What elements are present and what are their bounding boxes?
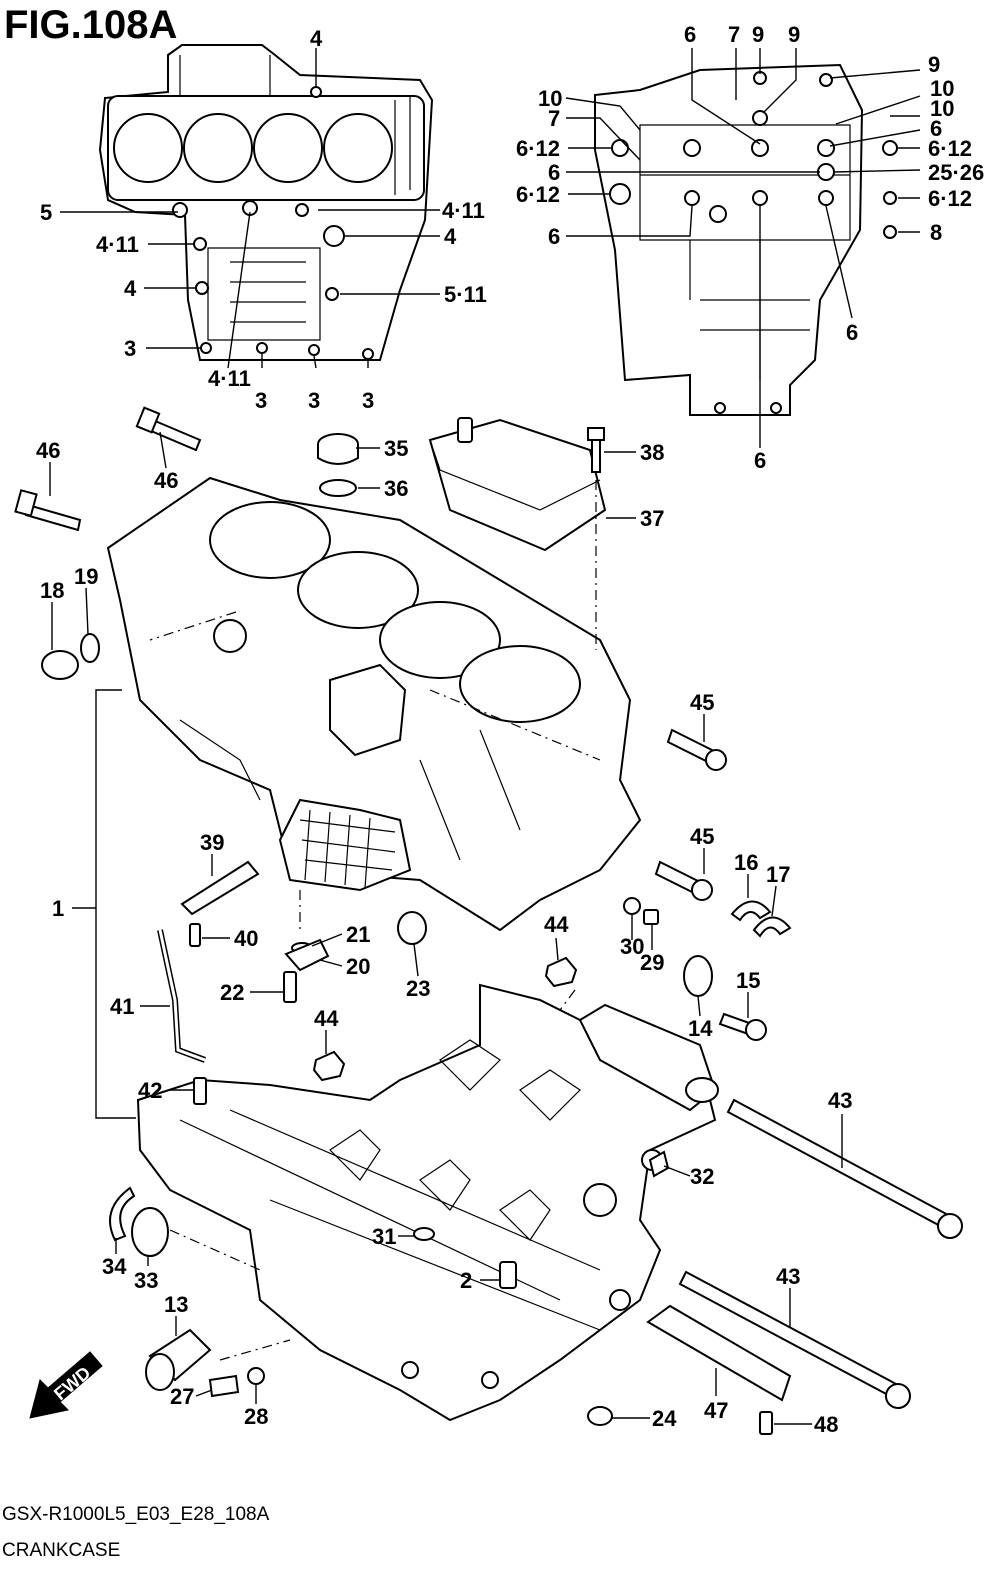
- callout-label: 18: [40, 578, 64, 603]
- callout-label: 42: [138, 1078, 162, 1103]
- callout-label: 9: [752, 22, 764, 47]
- upper-crankcase: [106, 476, 642, 932]
- callout-label: 45: [690, 824, 714, 849]
- callout-label: 8: [930, 220, 942, 245]
- callout-label: 21: [346, 922, 370, 947]
- callout-label: 38: [640, 440, 664, 465]
- callout-label: 43: [776, 1264, 800, 1289]
- callout-labels: 4 5 4·11 4·11 4 4 5·11 3 4·11 3 3 3 6 7 …: [36, 22, 984, 1437]
- callout-label: 9: [928, 52, 940, 77]
- callout-label: 40: [234, 926, 258, 951]
- callout-label: 6: [846, 320, 858, 345]
- callout-label: 6: [684, 22, 696, 47]
- callout-label: 6·12: [928, 136, 972, 161]
- callout-label: 45: [690, 690, 714, 715]
- upper-left-crankcase-view: [98, 44, 434, 361]
- callout-label: 6·12: [516, 182, 560, 207]
- callout-label: 4·11: [442, 198, 485, 223]
- callout-label: 43: [828, 1088, 852, 1113]
- callout-label: 16: [734, 850, 758, 875]
- callout-label: 27: [170, 1384, 194, 1409]
- callout-label: 10: [930, 76, 954, 101]
- callout-label: 1: [52, 896, 64, 921]
- callout-label: 46: [154, 468, 178, 493]
- section-name: CRANKCASE: [2, 1540, 120, 1561]
- callout-label: 24: [652, 1406, 677, 1431]
- callout-label: 47: [704, 1398, 728, 1423]
- callout-label: 6: [548, 224, 560, 249]
- callout-label: 3: [124, 336, 136, 361]
- callout-label: 4: [124, 276, 137, 301]
- callout-label: 5·11: [444, 282, 487, 307]
- callout-label: 13: [164, 1292, 188, 1317]
- callout-label: 9: [788, 22, 800, 47]
- callout-label: 7: [728, 22, 740, 47]
- callout-label: 35: [384, 436, 408, 461]
- callout-label: 39: [200, 830, 224, 855]
- callout-label: 3: [308, 388, 320, 413]
- callout-label: 28: [244, 1404, 268, 1429]
- upper-right-crankcase-view: [594, 63, 898, 416]
- callout-label: 33: [134, 1268, 158, 1293]
- callout-label: 2: [460, 1268, 472, 1293]
- callout-label: 6: [548, 160, 560, 185]
- callout-label: 7: [548, 106, 560, 131]
- callout-label: 34: [102, 1254, 127, 1279]
- callout-label: 46: [36, 438, 60, 463]
- callout-label: 4·11: [96, 232, 139, 257]
- callout-label: 6: [754, 448, 766, 473]
- callout-label: 32: [690, 1164, 714, 1189]
- callout-label: 6·12: [516, 136, 560, 161]
- callout-label: 17: [766, 862, 790, 887]
- callout-label: 6·12: [928, 186, 972, 211]
- callout-label: 23: [406, 976, 430, 1001]
- callout-label: 6: [930, 116, 942, 141]
- callout-label: 44: [314, 1006, 339, 1031]
- callout-label: 3: [255, 388, 267, 413]
- callout-label: 30: [620, 934, 644, 959]
- lower-crankcase: [136, 983, 719, 1422]
- callout-label: 4: [310, 26, 323, 51]
- callout-label: 3: [362, 388, 374, 413]
- callout-label: 44: [544, 912, 569, 937]
- callout-label: 4·11: [208, 366, 251, 391]
- model-code: GSX-R1000L5_E03_E28_108A: [2, 1504, 270, 1525]
- callout-label: 48: [814, 1412, 838, 1437]
- callout-label: 41: [110, 994, 134, 1019]
- callout-label: 5: [40, 200, 52, 225]
- callout-label: 31: [372, 1224, 396, 1249]
- callout-label: 20: [346, 954, 370, 979]
- callout-label: 36: [384, 476, 408, 501]
- callout-label: 25·26: [928, 160, 984, 185]
- callout-label: 10: [930, 96, 954, 121]
- fwd-arrow-icon: FWD: [29, 1351, 103, 1419]
- leader-lines: [49, 48, 921, 1425]
- callout-label: 29: [640, 950, 664, 975]
- callout-label: 37: [640, 506, 664, 531]
- callout-label: 19: [74, 564, 98, 589]
- small-parts: [14, 406, 963, 1435]
- callout-label: 22: [220, 980, 244, 1005]
- callout-label: 14: [688, 1016, 713, 1041]
- callout-label: 4: [444, 224, 457, 249]
- callout-label: 10: [538, 86, 562, 111]
- figure-title: FIG.108A: [4, 3, 177, 47]
- callout-label: 15: [736, 968, 760, 993]
